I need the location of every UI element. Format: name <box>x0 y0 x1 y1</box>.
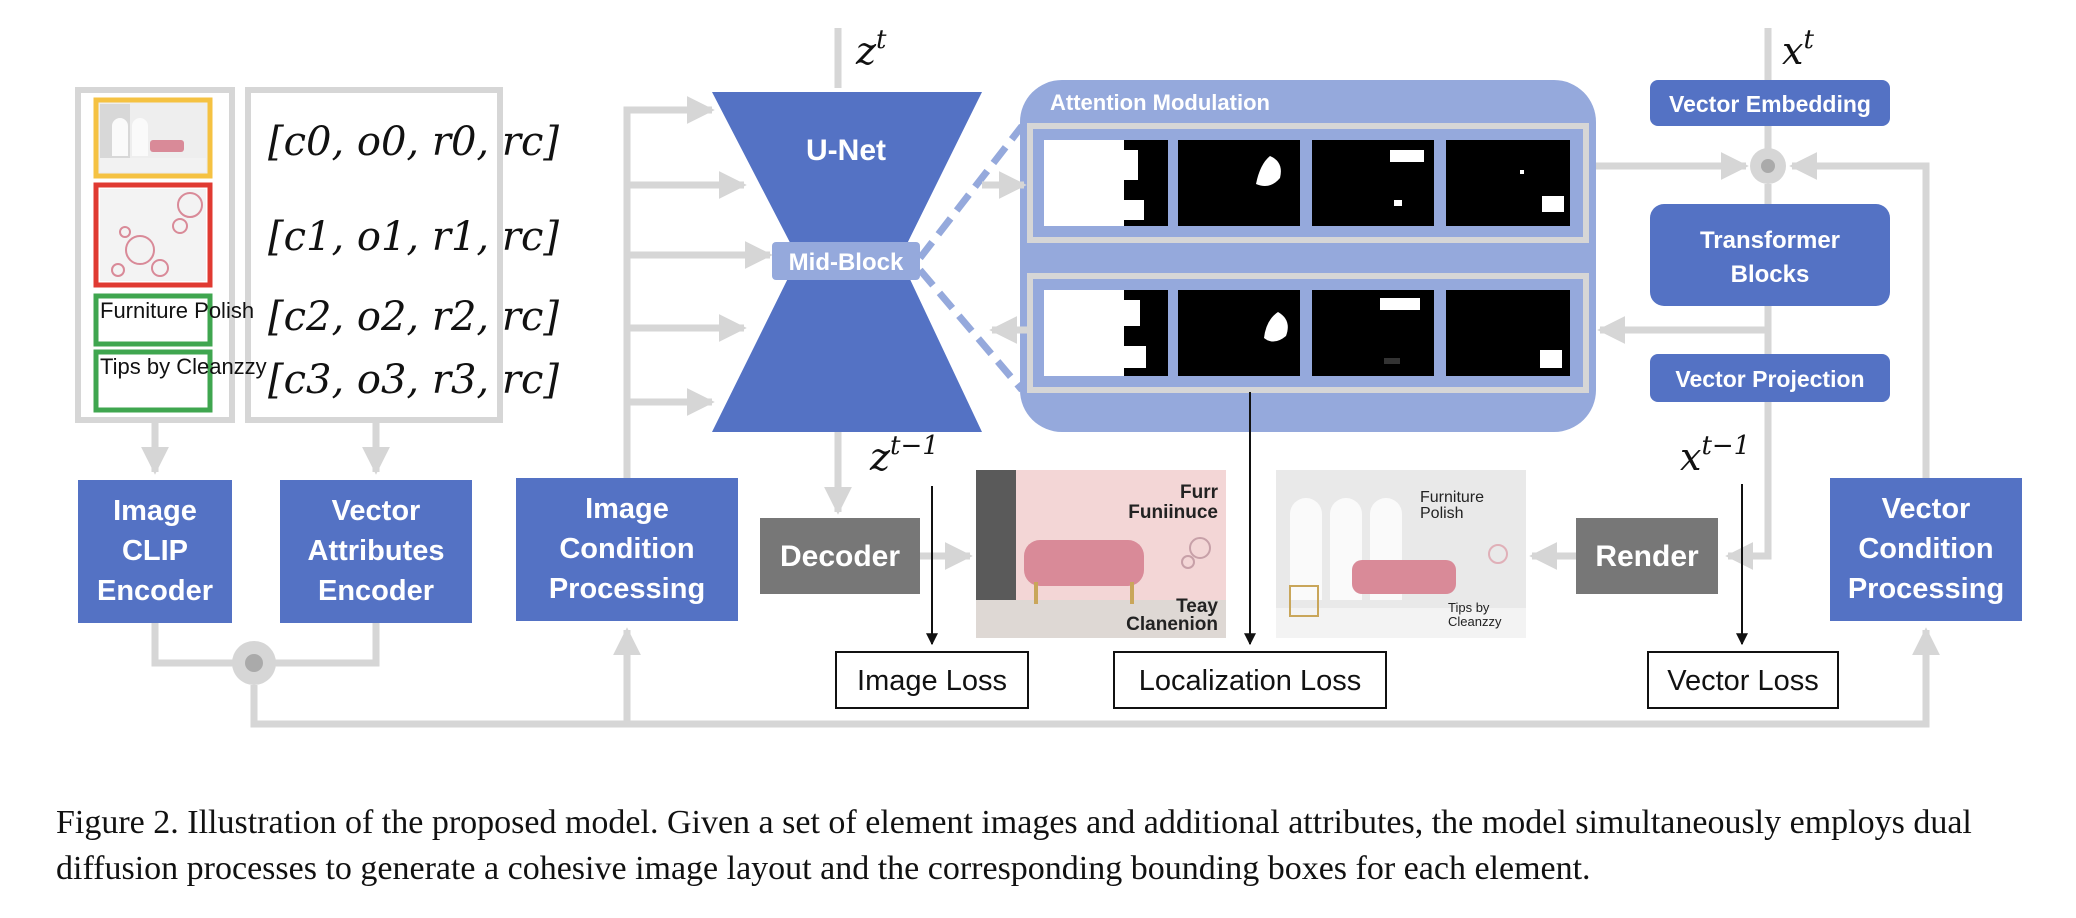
image-condition-label-2: Condition <box>559 533 694 565</box>
image-loss-label: Image Loss <box>857 665 1007 697</box>
element-image-bubbles <box>93 182 213 288</box>
rendered-text-top-2: Polish <box>1420 505 1464 522</box>
attention-row-1-frame <box>1027 123 1589 243</box>
attribute-tuple-0: [c0, o0, r0, rc] <box>268 119 559 165</box>
vector-embedding-label: Vector Embedding <box>1669 91 1871 117</box>
image-clip-encoder-label-1: Image <box>113 495 197 527</box>
attention-map-2-3 <box>1312 290 1434 376</box>
transformer-blocks-label-2: Blocks <box>1731 261 1810 288</box>
localization-loss-label: Localization Loss <box>1139 665 1361 697</box>
vector-loss-label: Vector Loss <box>1667 665 1819 697</box>
image-condition-label-1: Image <box>585 493 669 525</box>
mid-block-label: Mid-Block <box>789 249 904 276</box>
localization-loss-box <box>1113 651 1387 709</box>
transformer-blocks-box <box>1650 204 1890 306</box>
image-condition-label-3: Processing <box>549 573 705 605</box>
element-text-2-frame <box>93 349 213 413</box>
vector-condition-label-2: Condition <box>1858 533 1993 565</box>
attribute-tuples: [c0, o0, r0, rc] [c1, o1, r1, rc] [c2, o2,… <box>268 119 559 403</box>
decoder-box <box>760 518 920 594</box>
vector-attributes-encoder-box <box>280 480 472 623</box>
vector-condition-label-3: Processing <box>1848 573 2004 605</box>
figure-caption: Figure 2. Illustration of the proposed m… <box>56 800 2046 892</box>
xt-symbol: xt <box>1782 25 1814 73</box>
vector-condition-label-1: Vector <box>1882 493 1971 525</box>
element-text-1-frame <box>93 293 213 347</box>
image-clip-encoder-box <box>78 480 232 623</box>
xt-1-symbol: xt−1 <box>1680 431 1750 479</box>
vector-attributes-encoder-label-3: Encoder <box>318 575 434 607</box>
element-image-background <box>93 97 213 179</box>
attribute-tuple-2: [c2, o2, r2, rc] <box>268 294 559 340</box>
mid-block-box <box>772 242 920 280</box>
generated-text-bottom-1: Teay <box>1176 596 1218 617</box>
image-clip-encoder-label-2: CLIP <box>122 535 188 567</box>
generated-text-bottom-2: Clanenion <box>1126 614 1218 635</box>
render-label: Render <box>1595 540 1699 573</box>
image-condition-processing-box <box>516 478 738 621</box>
zt-symbol: zt <box>855 25 887 73</box>
generated-text-top-1: Furr <box>1180 482 1219 503</box>
attention-map-2-4 <box>1446 290 1570 376</box>
rendered-layout-image: Furniture Polish Tips by Cleanzzy <box>1276 470 1526 638</box>
image-clip-encoder-label-3: Encoder <box>97 575 213 607</box>
attention-modulation-panel <box>1020 80 1596 432</box>
attention-modulation-title: Attention Modulation <box>1050 90 1270 115</box>
transformer-blocks-label-1: Transformer <box>1700 227 1840 254</box>
rendered-text-bottom-1: Tips by <box>1448 600 1490 615</box>
element-text-2-line1: Tips by Cleanzzy <box>100 354 267 379</box>
attention-map-1-4 <box>1446 140 1570 226</box>
generated-layout-image: Furr Funiinuce Teay Clanenion <box>976 470 1226 638</box>
render-box <box>1576 518 1718 594</box>
generated-text-top-2: Funiinuce <box>1128 502 1218 523</box>
caption-text: Illustration of the proposed model. Give… <box>56 804 1972 887</box>
image-loss-box <box>835 651 1029 709</box>
vector-projection-box <box>1650 354 1890 402</box>
element-text-1-line1: Furniture Polish <box>100 298 254 323</box>
vector-attributes-encoder-label-1: Vector <box>332 495 421 527</box>
attention-map-1-2 <box>1178 140 1300 226</box>
rendered-text-top-1: Furniture <box>1420 489 1484 506</box>
attribute-tuple-1: [c1, o1, r1, rc] <box>268 214 559 260</box>
vector-loss-box <box>1647 651 1839 709</box>
zt-1-symbol: zt−1 <box>869 431 939 479</box>
vector-attributes-encoder-label-2: Attributes <box>308 535 445 567</box>
unet-title: U-Net <box>806 134 886 167</box>
vector-condition-processing-box <box>1830 478 2022 621</box>
decoder-label: Decoder <box>780 540 900 573</box>
vector-embedding-box <box>1650 80 1890 126</box>
rendered-text-bottom-2: Cleanzzy <box>1448 614 1502 629</box>
attention-map-1-3 <box>1312 140 1434 226</box>
attribute-tuple-3: [c3, o3, r3, rc] <box>268 357 559 403</box>
attention-map-2-1 <box>1044 290 1168 376</box>
vector-projection-label: Vector Projection <box>1675 366 1864 392</box>
caption-label: Figure 2. <box>56 804 179 841</box>
attention-map-2-2 <box>1178 290 1300 376</box>
attention-map-1-1 <box>1044 140 1168 226</box>
